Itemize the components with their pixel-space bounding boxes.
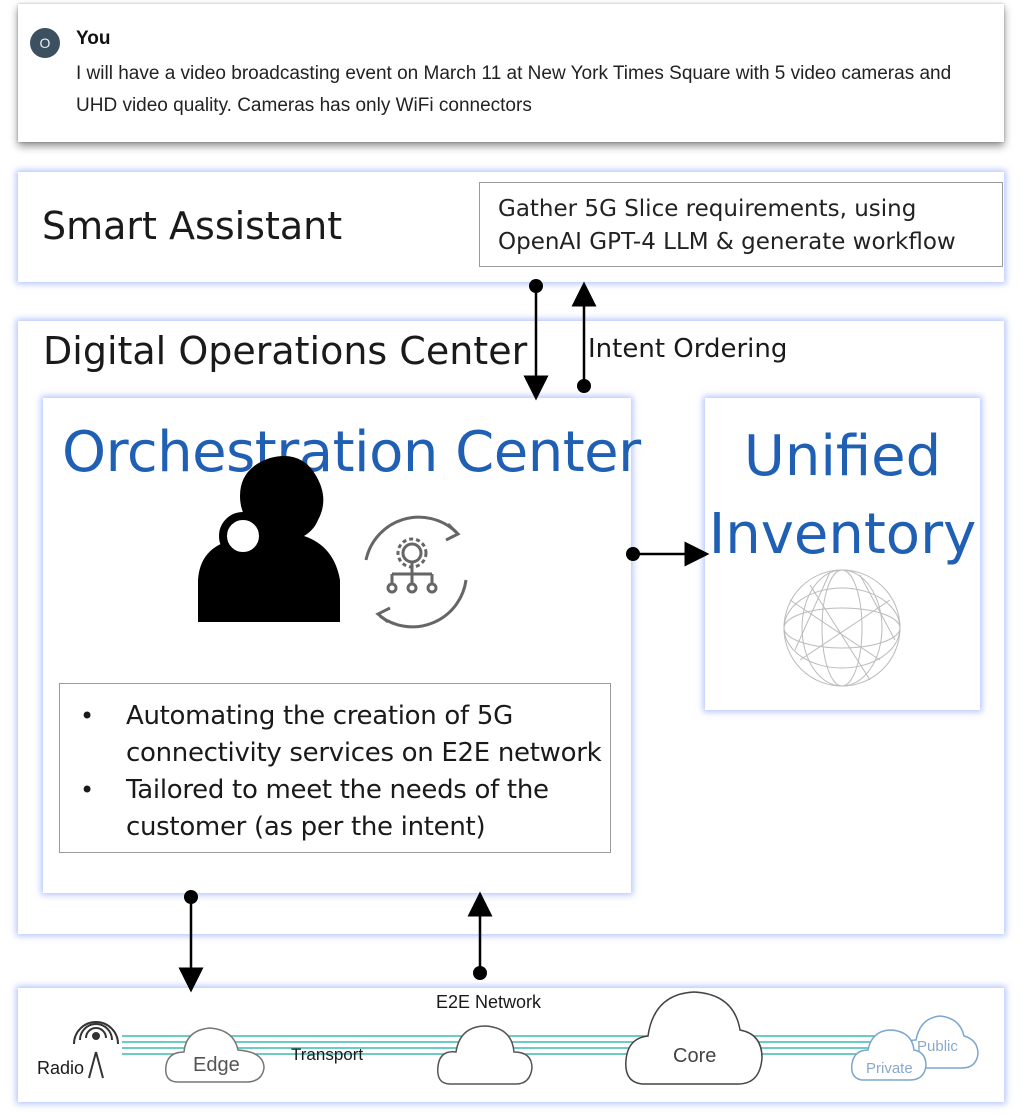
unified-inventory-title: Unified Inventory xyxy=(708,424,977,567)
user-avatar: O xyxy=(30,28,60,58)
cloud-icon xyxy=(850,1029,927,1081)
cloud-icon xyxy=(625,991,763,1085)
intent-ordering-label: Intent Ordering xyxy=(588,334,788,364)
gather-line-1: Gather 5G Slice requirements, using xyxy=(498,196,917,222)
gear-workflow-cycle-icon xyxy=(364,515,468,629)
orchestration-center-title: Orchestration Center xyxy=(62,420,641,485)
edge-label: Edge xyxy=(193,1054,240,1076)
chat-message-card: O You I will have a video broadcasting e… xyxy=(18,4,1004,142)
sender-name: You xyxy=(76,28,111,49)
gather-line-2: OpenAI GPT-4 LLM & generate workflow xyxy=(498,229,956,255)
private-cloud-label: Private xyxy=(866,1060,913,1077)
transport-label: Transport xyxy=(291,1045,364,1064)
doc-title: Digital Operations Center xyxy=(43,329,528,373)
arrow-down-to-orchestration xyxy=(523,279,549,401)
e2e-network-label: E2E Network xyxy=(436,992,542,1012)
arrow-down-to-network xyxy=(178,890,204,993)
gather-requirements-box: Gather 5G Slice requirements, using Open… xyxy=(479,182,1003,267)
arrow-up-to-assistant xyxy=(571,281,597,393)
unified-inventory-panel xyxy=(705,398,980,710)
bullet-item: •Tailored to meet the needs of the custo… xyxy=(80,775,549,842)
person-magnifier-icon xyxy=(198,456,340,622)
cloud-icon xyxy=(165,1027,265,1083)
smart-assistant-title: Smart Assistant xyxy=(42,204,343,248)
mesh-sphere-icon xyxy=(783,569,901,687)
chat-message-text: I will have a video broadcasting event o… xyxy=(76,63,952,116)
radio-antenna-icon xyxy=(73,1021,119,1079)
arrow-to-inventory xyxy=(626,541,710,567)
orchestration-bullets-box: •Automating the creation of 5G connectiv… xyxy=(59,683,611,853)
radio-label: Radio xyxy=(37,1058,85,1078)
core-label: Core xyxy=(673,1045,717,1067)
arrow-up-from-network xyxy=(467,891,493,980)
bullet-item: •Automating the creation of 5G connectiv… xyxy=(80,701,602,768)
cloud-icon xyxy=(437,1025,533,1085)
public-cloud-label: Public xyxy=(917,1038,958,1055)
